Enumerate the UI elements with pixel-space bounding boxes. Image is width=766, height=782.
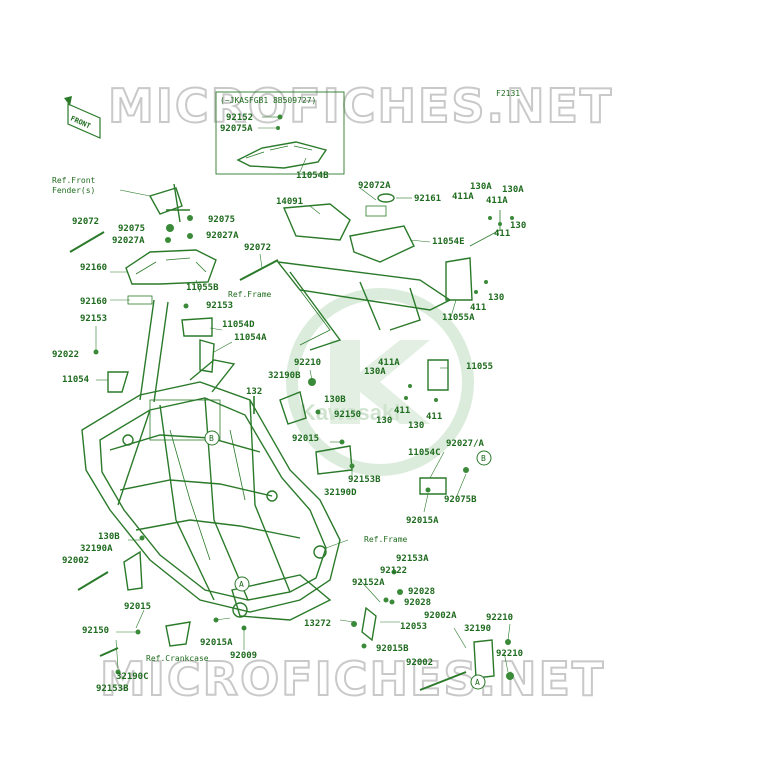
label-92002-1: 92002 xyxy=(62,556,89,566)
label-411-2: 411 xyxy=(470,303,486,313)
svg-text:B: B xyxy=(209,434,214,443)
label-92072-1: 92072 xyxy=(72,217,99,227)
label-92015a-1: 92015A xyxy=(406,516,439,526)
label-92210-3: 92210 xyxy=(496,649,523,659)
label-92015a-2: 92015A xyxy=(200,638,233,648)
ref-frame-top: Ref.Frame xyxy=(228,290,272,299)
label-32190a: 32190A xyxy=(80,544,113,554)
label-13272: 13272 xyxy=(304,619,331,629)
label-92210-2: 92210 xyxy=(486,613,513,623)
label-92160-1: 92160 xyxy=(80,263,107,273)
svg-text:B: B xyxy=(481,454,486,463)
label-92153b-1: 92153B xyxy=(348,475,381,485)
inset-label-11054b: 11054B xyxy=(296,171,329,181)
label-92015-1: 92015 xyxy=(292,434,319,444)
label-130-4: 130 xyxy=(408,421,424,431)
ref-crankcase: Ref.Crankcase xyxy=(146,654,209,663)
inset-label-92152: 92152 xyxy=(226,113,253,123)
label-92210-1: 92210 xyxy=(294,358,321,368)
label-11055a: 11055A xyxy=(442,313,475,323)
callout-b-right: B xyxy=(476,450,492,466)
label-130b-2: 130B xyxy=(98,532,120,542)
label-11054: 11054 xyxy=(62,375,90,385)
label-92009: 92009 xyxy=(230,651,257,661)
label-92075-1: 92075 xyxy=(118,224,145,234)
label-92150-1: 92150 xyxy=(334,410,361,420)
label-92161: 92161 xyxy=(414,194,441,204)
right-brackets xyxy=(123,359,495,679)
fasteners xyxy=(69,215,514,691)
label-32190c: 32190C xyxy=(116,672,149,682)
label-92027a-1: 92027A xyxy=(112,236,145,246)
label-32190d: 32190D xyxy=(324,488,357,498)
inset-box: (~JKASFGB1 8B509727) 92152 92075A 11054B xyxy=(215,91,345,181)
front-brackets xyxy=(107,183,217,393)
label-130-2: 130 xyxy=(488,293,504,303)
label-92153-2: 92153 xyxy=(80,314,107,324)
callout-a-bottom: A xyxy=(470,674,486,690)
label-92002a: 92002A xyxy=(424,611,457,621)
rear-subframe xyxy=(276,193,501,351)
leader-lines xyxy=(95,187,511,673)
ref-frame-right: Ref.Frame xyxy=(364,535,408,544)
label-11054e: 11054E xyxy=(432,237,465,247)
label-92075-2: 92075 xyxy=(208,215,235,225)
label-92072a: 92072A xyxy=(358,181,391,191)
label-92153b-2: 92153B xyxy=(96,684,129,694)
label-411-1: 411 xyxy=(494,229,510,239)
watermark-top: MICROFICHES.NET xyxy=(108,79,613,133)
label-92150-2: 92150 xyxy=(82,626,109,636)
label-14091: 14091 xyxy=(276,197,303,207)
label-92015-2: 92015 xyxy=(124,602,151,612)
label-130a-3: 130A xyxy=(364,367,386,377)
label-92028-1: 92028 xyxy=(408,587,435,597)
watermark-bottom: MICROFICHES.NET xyxy=(100,652,605,706)
label-92022: 92022 xyxy=(52,350,79,360)
svg-text:A: A xyxy=(475,678,480,687)
part-number-labels: 92072A 92161 14091 11054E 130A 411A 411A… xyxy=(52,181,526,694)
label-92075b: 92075B xyxy=(444,495,477,505)
label-92072-2: 92072 xyxy=(244,243,271,253)
inset-label-92075a: 92075A xyxy=(220,124,253,134)
label-132: 132 xyxy=(246,387,262,397)
label-130a-1: 130A xyxy=(470,182,492,192)
label-92028-2: 92028 xyxy=(404,598,431,608)
svg-text:A: A xyxy=(239,580,244,589)
inset-title: (~JKASFGB1 8B509727) xyxy=(220,96,316,105)
label-92122: 92122 xyxy=(380,566,407,576)
callout-b-left: B xyxy=(204,430,220,446)
label-411a-1: 411A xyxy=(452,192,474,202)
label-12053: 12053 xyxy=(400,622,427,632)
label-130-1: 130 xyxy=(510,221,526,231)
label-411-3: 411 xyxy=(394,406,410,416)
figure-code: F2131 xyxy=(496,89,520,98)
label-32190b: 32190B xyxy=(268,371,301,381)
label-11054d: 11054D xyxy=(222,320,255,330)
label-11054a: 11054A xyxy=(234,333,267,343)
label-92015b: 92015B xyxy=(376,644,409,654)
front-arrow-icon: FRONT xyxy=(64,96,101,139)
label-11055b: 11055B xyxy=(186,283,219,293)
label-411-4: 411 xyxy=(426,412,442,422)
label-92153a: 92153A xyxy=(396,554,429,564)
label-411a-2: 411A xyxy=(486,196,508,206)
label-130b-1: 130B xyxy=(324,395,346,405)
label-130a-2: 130A xyxy=(502,185,524,195)
label-92027-a: 92027/A xyxy=(446,439,485,449)
label-92152a: 92152A xyxy=(352,578,385,588)
label-32190: 32190 xyxy=(464,624,491,634)
label-92160-2: 92160 xyxy=(80,297,107,307)
label-92153-1: 92153 xyxy=(206,301,233,311)
brand-emblem: Kawasaki xyxy=(286,288,474,476)
label-92027a-2: 92027A xyxy=(206,231,239,241)
label-130-3: 130 xyxy=(376,416,392,426)
label-411a-3: 411A xyxy=(378,358,400,368)
label-92002-2: 92002 xyxy=(406,658,433,668)
label-11054c: 11054C xyxy=(408,448,441,458)
label-11055: 11055 xyxy=(466,362,493,372)
callout-a-left: A xyxy=(234,576,250,592)
